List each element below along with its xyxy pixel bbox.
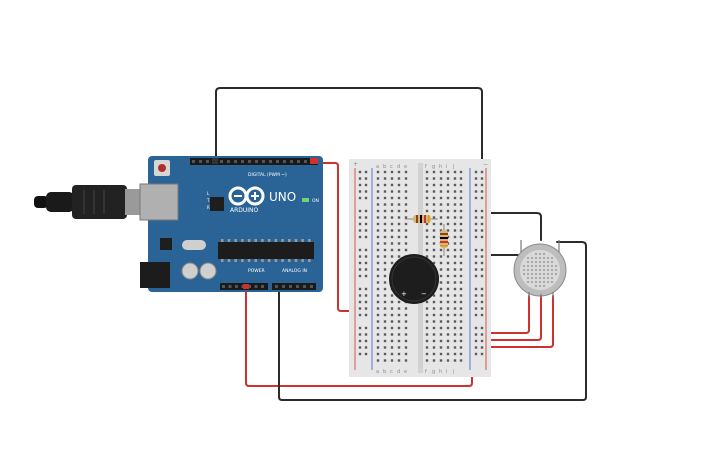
digital-header xyxy=(190,158,318,165)
column-letter: h xyxy=(439,164,442,170)
column-letter: c xyxy=(390,369,393,375)
sensor-mesh xyxy=(522,252,558,288)
wire-gnd-top-black[interactable] xyxy=(215,87,483,161)
column-letter: b xyxy=(383,369,386,375)
wire-sensor-red-1[interactable] xyxy=(475,295,530,334)
power-header-label: POWER xyxy=(248,268,265,274)
column-letter: j xyxy=(452,369,454,375)
l-led-label: L xyxy=(207,191,210,196)
wire-pin2-red[interactable] xyxy=(313,162,385,312)
usb-cable-tip xyxy=(34,196,48,208)
capacitor-2 xyxy=(199,262,217,280)
gas-sensor[interactable] xyxy=(513,240,567,298)
digital-header-label: DIGITAL (PWM ~) xyxy=(248,172,287,178)
column-letter: d xyxy=(397,369,400,375)
column-letter: a xyxy=(376,164,379,170)
pin-marker-5v xyxy=(243,284,249,289)
wire-sensor-red-3[interactable] xyxy=(475,295,554,348)
chip-pins xyxy=(221,239,311,262)
column-letter: i xyxy=(446,369,447,375)
rail-minus-label: − xyxy=(483,161,488,168)
usb-cable-body xyxy=(46,192,74,212)
column-letter: g xyxy=(432,369,435,375)
wire-5v-red[interactable] xyxy=(245,289,473,387)
column-letter: d xyxy=(397,164,400,170)
wire-sensor-red-2[interactable] xyxy=(475,295,542,341)
usb-cable[interactable] xyxy=(34,185,149,219)
column-letter: i xyxy=(446,164,447,170)
column-letter: j xyxy=(452,164,454,170)
usb-socket xyxy=(139,183,179,221)
column-letter: e xyxy=(404,164,407,170)
analog-header-label: ANALOG IN xyxy=(282,268,307,274)
on-led-label: ON xyxy=(312,198,319,204)
buzzer-minus: − xyxy=(421,290,427,298)
on-led xyxy=(302,198,309,202)
piezo-buzzer[interactable]: + − xyxy=(389,254,439,304)
crystal xyxy=(182,240,206,250)
wire-a0-black[interactable] xyxy=(278,241,587,401)
column-letter: h xyxy=(439,369,442,375)
board-brand-label: ARDUINO xyxy=(230,207,259,214)
capacitor-1 xyxy=(181,262,199,280)
analog-header xyxy=(272,283,316,290)
power-jack xyxy=(140,262,170,288)
atmega-chip xyxy=(218,242,314,259)
usb-plug xyxy=(72,185,127,219)
column-letter: g xyxy=(432,164,435,170)
rail-plus-label: + xyxy=(353,161,358,168)
column-letter: e xyxy=(404,369,407,375)
usb-chip xyxy=(210,197,224,211)
arduino-uno-board[interactable]: ARDUINO UNO DIGITAL (PWM ~) POWER ANALOG… xyxy=(139,156,323,292)
buzzer-plus: + xyxy=(401,290,407,298)
resistor-horizontal[interactable] xyxy=(405,215,438,223)
column-letter: b xyxy=(383,164,386,170)
board-model-label: UNO xyxy=(269,190,296,204)
pin-marker-gnd xyxy=(212,158,218,164)
column-letter: c xyxy=(390,164,393,170)
column-letter: a xyxy=(376,369,379,375)
rx-led-label: RX xyxy=(207,205,213,210)
regulator xyxy=(160,238,172,250)
wire-sensor-to-rail-black[interactable] xyxy=(483,212,542,241)
resistor-vertical[interactable] xyxy=(440,224,448,256)
arduino-logo xyxy=(228,186,265,206)
pin-marker-digital xyxy=(310,158,318,164)
column-letter: f xyxy=(425,369,427,375)
column-letter: f xyxy=(425,164,427,170)
tx-led-label: TX xyxy=(206,198,212,203)
